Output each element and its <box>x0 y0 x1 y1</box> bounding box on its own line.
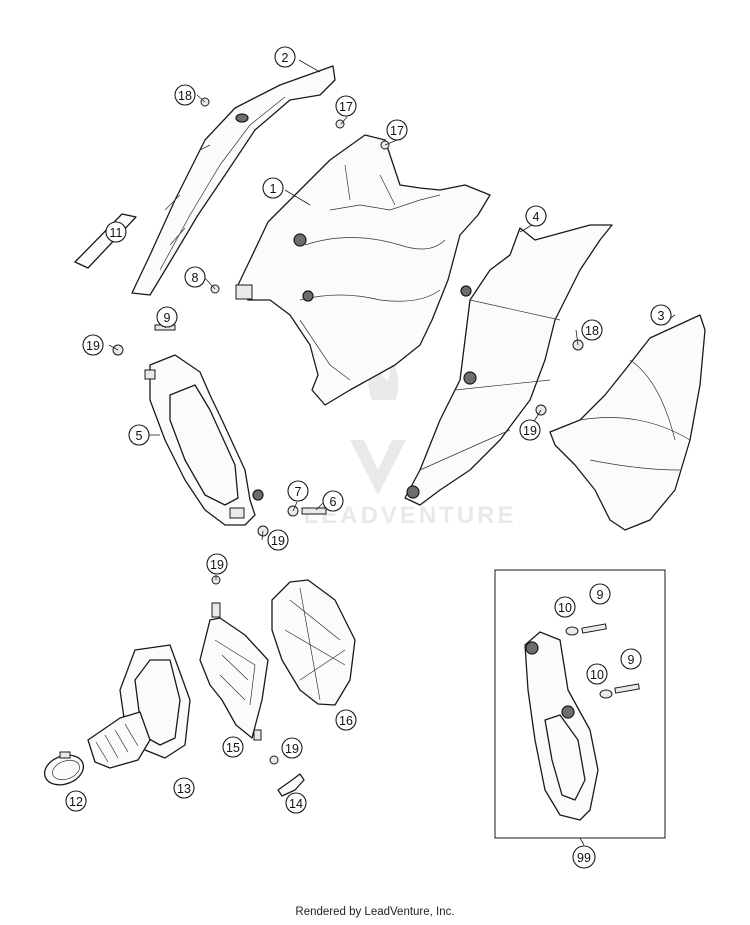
callout-19: 19 <box>519 419 541 441</box>
callout-6: 6 <box>322 490 344 512</box>
callout-19: 19 <box>82 334 104 356</box>
callout-label: 18 <box>585 324 599 338</box>
callout-label: 8 <box>192 271 199 285</box>
part-13-intake-boot <box>87 644 191 769</box>
callout-label: 19 <box>86 339 100 353</box>
callout-label: 6 <box>330 495 337 509</box>
callout-label: 17 <box>339 100 353 114</box>
callout-99: 99 <box>572 845 596 869</box>
part-15-filter-cage <box>199 602 269 741</box>
part-16-air-filter <box>271 579 356 706</box>
kit-box-frame <box>494 569 666 839</box>
callout-5: 5 <box>128 424 150 446</box>
callout-7: 7 <box>287 480 309 502</box>
callout-label: 14 <box>289 797 303 811</box>
callout-17: 17 <box>386 119 408 141</box>
part-2-side-strip <box>131 65 336 296</box>
callout-14: 14 <box>285 792 307 814</box>
callout-label: 1 <box>270 182 277 196</box>
callout-10: 10 <box>554 596 576 618</box>
callout-11: 11 <box>105 221 127 243</box>
callout-12: 12 <box>65 790 87 812</box>
callout-label: 11 <box>110 226 123 240</box>
callout-9: 9 <box>620 648 642 670</box>
callout-18: 18 <box>581 319 603 341</box>
callout-label: 12 <box>69 795 83 809</box>
callout-label: 19 <box>523 424 537 438</box>
callout-8: 8 <box>184 266 206 288</box>
callout-label: 4 <box>533 210 540 224</box>
part-11-pad <box>74 213 137 269</box>
callout-label: 7 <box>295 485 302 499</box>
callout-13: 13 <box>173 777 195 799</box>
callout-19: 19 <box>206 553 228 575</box>
callout-18: 18 <box>174 84 196 106</box>
callout-label: 5 <box>136 429 143 443</box>
callout-label: 2 <box>282 51 289 65</box>
callout-label: 16 <box>339 714 353 728</box>
callout-label: 18 <box>178 89 192 103</box>
callout-label: 19 <box>210 558 224 572</box>
callout-17: 17 <box>335 95 357 117</box>
kit-callout-label: 99 <box>577 851 591 865</box>
part-5-filter-frame <box>144 354 264 526</box>
callout-2: 2 <box>274 46 296 68</box>
callout-19: 19 <box>267 529 289 551</box>
callout-label: 3 <box>658 309 665 323</box>
callout-9: 9 <box>156 306 178 328</box>
callout-label: 19 <box>285 742 299 756</box>
part-12-clamp <box>43 751 85 786</box>
callout-label: 15 <box>226 741 240 755</box>
callout-15: 15 <box>222 736 244 758</box>
callout-label: 17 <box>390 124 404 138</box>
callout-label: 9 <box>628 653 635 667</box>
callout-19: 19 <box>281 737 303 759</box>
callout-9: 9 <box>589 583 611 605</box>
callout-label: 10 <box>590 668 604 682</box>
part-14-bracket <box>277 773 305 797</box>
callout-16: 16 <box>335 709 357 731</box>
callout-3: 3 <box>650 304 672 326</box>
callout-10: 10 <box>586 663 608 685</box>
callout-label: 9 <box>164 311 171 325</box>
callout-label: 13 <box>177 782 191 796</box>
part-4-side-panel <box>404 224 613 506</box>
callout-label: 19 <box>271 534 285 548</box>
part-1-airbox <box>235 134 491 406</box>
callout-4: 4 <box>525 205 547 227</box>
callout-label: 10 <box>558 601 572 615</box>
callout-1: 1 <box>262 177 284 199</box>
callout-label: 9 <box>597 588 604 602</box>
footer-credit: Rendered by LeadVenture, Inc. <box>295 906 455 918</box>
part-3-side-cover <box>549 314 706 531</box>
